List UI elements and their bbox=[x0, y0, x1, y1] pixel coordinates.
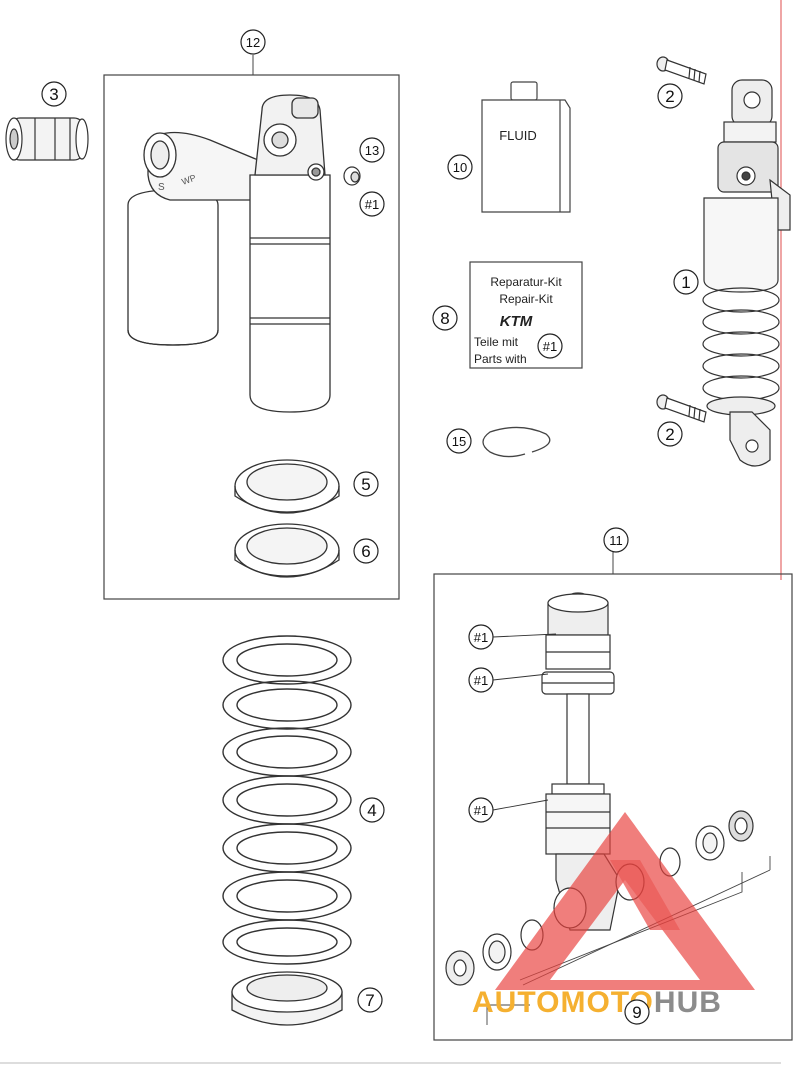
shock-absorber-assembly bbox=[702, 79, 791, 467]
callout-c3: 3 bbox=[41, 81, 67, 107]
watermark-triangle-icon bbox=[495, 812, 755, 990]
ref-callout-r_kit: #1 bbox=[537, 333, 563, 359]
callout-circle bbox=[537, 333, 563, 359]
ref-callout-r13: #1 bbox=[359, 191, 385, 217]
circlip bbox=[482, 426, 551, 458]
spring-seat bbox=[231, 971, 343, 1026]
bushing bbox=[445, 810, 754, 986]
ref-callout-r11a: #1 bbox=[468, 624, 494, 650]
spring-retainer bbox=[234, 459, 340, 514]
callout-label: 12 bbox=[246, 35, 260, 50]
callout-c12: 12 bbox=[240, 29, 266, 55]
group-box-12 bbox=[103, 74, 400, 600]
callout-circle bbox=[357, 987, 383, 1013]
repair-kit-line1: Reparatur-Kit bbox=[490, 275, 562, 289]
callout-c1: 1 bbox=[673, 269, 699, 295]
damper-body: S WP bbox=[127, 94, 331, 413]
repair-kit-line2: Repair-Kit bbox=[499, 292, 553, 306]
leader-line bbox=[492, 799, 549, 811]
callout-c6: 6 bbox=[353, 538, 379, 564]
callout-circle bbox=[657, 83, 683, 109]
callout-circle bbox=[432, 305, 458, 331]
callout-c7: 7 bbox=[357, 987, 383, 1013]
ktm-logo: KTM bbox=[500, 313, 533, 330]
callout-circle bbox=[359, 191, 385, 217]
callout-circle bbox=[446, 428, 472, 454]
callout-c2a: 2 bbox=[657, 83, 683, 109]
callout-label: 5 bbox=[361, 475, 370, 494]
callout-c4: 4 bbox=[359, 797, 385, 823]
callout-label: #1 bbox=[474, 673, 488, 688]
watermark-text-part1: AUTOMOTO bbox=[472, 986, 654, 1019]
callout-circle bbox=[359, 137, 385, 163]
callout-circle bbox=[240, 29, 266, 55]
callout-label: 11 bbox=[609, 533, 623, 548]
callout-circle bbox=[353, 538, 379, 564]
leader-line bbox=[492, 633, 557, 638]
leader-lines bbox=[486, 856, 771, 1025]
callout-c5: 5 bbox=[353, 471, 379, 497]
callout-c8: 8 bbox=[432, 305, 458, 331]
callout-label: 7 bbox=[365, 991, 374, 1010]
fluid-bottle bbox=[481, 81, 571, 213]
ref-callout-r11c: #1 bbox=[468, 797, 494, 823]
callout-label: 2 bbox=[665, 425, 674, 444]
callout-label: 2 bbox=[665, 87, 674, 106]
fluid-label: FLUID bbox=[499, 128, 537, 143]
callout-c13: 13 bbox=[359, 137, 385, 163]
svg-text:S: S bbox=[158, 182, 165, 193]
callout-label: #1 bbox=[474, 630, 488, 645]
watermark-logo bbox=[495, 812, 755, 990]
nut-part bbox=[343, 166, 361, 186]
watermark-text: AUTOMOTOHUB bbox=[472, 986, 722, 1019]
callout-circle bbox=[41, 81, 67, 107]
callout-label: 10 bbox=[453, 160, 467, 175]
callout-c10: 10 bbox=[447, 154, 473, 180]
callout-label: 15 bbox=[452, 434, 466, 449]
callout-label: 8 bbox=[440, 309, 449, 328]
repair-kit-line3: Teile mit bbox=[474, 335, 519, 349]
adjuster bbox=[5, 117, 89, 161]
callout-circle bbox=[673, 269, 699, 295]
callout-circle bbox=[359, 797, 385, 823]
repair-kit: Reparatur-Kit Repair-Kit KTM Teile mit P… bbox=[469, 261, 583, 369]
callout-circle bbox=[353, 471, 379, 497]
callout-circle bbox=[624, 999, 650, 1025]
callout-c11: 11 bbox=[603, 527, 629, 553]
svg-text:WP: WP bbox=[180, 173, 197, 187]
leader-line bbox=[492, 673, 549, 681]
watermark-text-part2: HUB bbox=[654, 986, 722, 1019]
callout-circle bbox=[447, 154, 473, 180]
callout-label: 1 bbox=[681, 273, 690, 292]
callout-c15: 15 bbox=[446, 428, 472, 454]
bolt bbox=[656, 56, 707, 85]
repair-kit-line4: Parts with bbox=[474, 352, 527, 366]
ref-callout-r11b: #1 bbox=[468, 667, 494, 693]
spring-retainer bbox=[234, 523, 340, 578]
callout-label: #1 bbox=[365, 197, 379, 212]
callout-c2b: 2 bbox=[657, 421, 683, 447]
callout-label: 13 bbox=[365, 143, 379, 158]
callout-label: #1 bbox=[474, 803, 488, 818]
spring bbox=[222, 635, 352, 965]
callout-label: 6 bbox=[361, 542, 370, 561]
bolt bbox=[656, 394, 707, 423]
callout-c9: 9 bbox=[624, 999, 650, 1025]
callout-label: 4 bbox=[367, 801, 376, 820]
callout-circle bbox=[657, 421, 683, 447]
callout-label: 9 bbox=[632, 1003, 641, 1022]
callout-circle bbox=[603, 527, 629, 553]
callout-label: #1 bbox=[543, 339, 557, 354]
callout-label: 3 bbox=[49, 85, 58, 104]
